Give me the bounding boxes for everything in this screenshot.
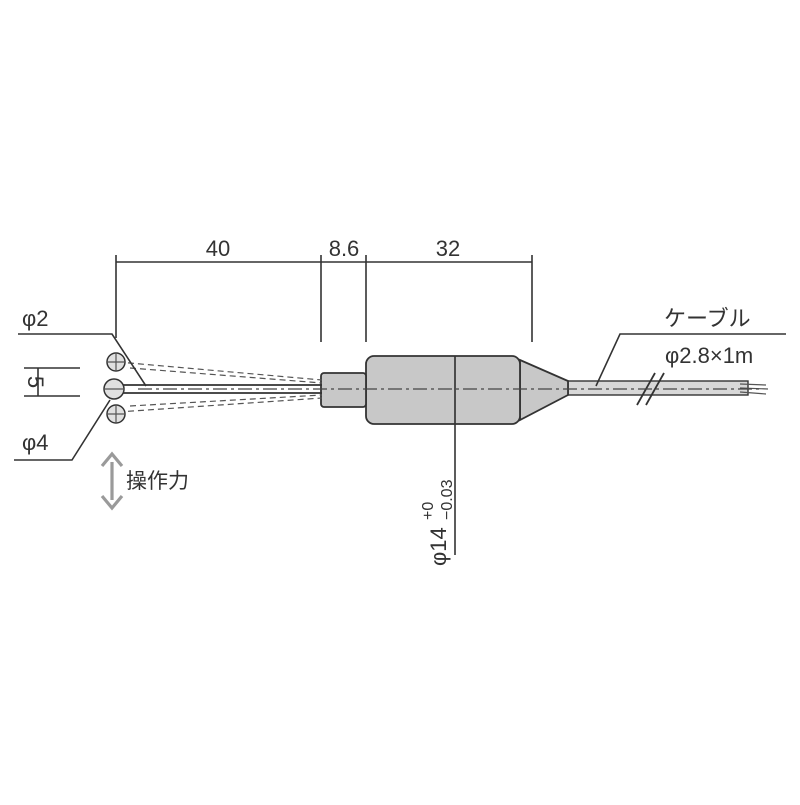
dim-body-diameter: φ14: [426, 527, 451, 566]
leader-large-diameter: [14, 399, 111, 461]
cable-label: ケーブル: [664, 306, 751, 331]
cable-taper: [519, 358, 569, 422]
cable-wire: [739, 387, 769, 390]
lever-lower-position: [117, 397, 323, 413]
leader-small-diameter: [18, 333, 147, 387]
dim-roller-pitch: 5: [23, 376, 48, 388]
dim-body-tolerance-lower: −0.03: [439, 479, 456, 520]
callout-large-diameter: φ4: [14, 399, 111, 461]
callout-roller-pitch: 5: [23, 367, 80, 397]
force-arrow-up-icon: [100, 451, 124, 468]
dim-body-tolerance-upper: +0: [420, 502, 437, 520]
callout-cable: ケーブル φ2.8×1m: [595, 306, 786, 387]
cable-wire: [739, 383, 767, 386]
operating-force: 操作力: [100, 451, 189, 511]
callout-body-diameter: φ14 +0 −0.03: [420, 356, 456, 566]
roller-upper: [106, 352, 126, 372]
roller-middle: [103, 378, 125, 400]
lever-upper-position: [129, 367, 323, 384]
boss: [320, 372, 367, 408]
cable-break-mark: [645, 372, 665, 406]
lever-assembly: [103, 352, 323, 424]
operating-force-label: 操作力: [126, 470, 189, 493]
lever-upper-position: [117, 361, 323, 381]
dim-boss-length: 8.6: [329, 236, 360, 261]
force-arrow-down-icon: [100, 494, 124, 511]
leader-cable: [595, 333, 786, 387]
top-dimension-chain: 40 8.6 32: [115, 236, 533, 342]
cable-wire: [739, 391, 767, 395]
cable: [567, 372, 769, 406]
callout-small-diameter: φ2: [18, 306, 147, 387]
body-cylinder: [365, 355, 521, 425]
switch-body: [320, 355, 569, 425]
dim-roller-large-diameter: φ4: [22, 430, 49, 455]
cable-spec: φ2.8×1m: [665, 343, 753, 368]
dim-roller-small-diameter: φ2: [22, 306, 49, 331]
dim-body-length: 32: [436, 236, 460, 261]
roller-lower: [106, 404, 126, 424]
dim-lever-length: 40: [206, 236, 230, 261]
lever-lower-position: [129, 394, 323, 407]
